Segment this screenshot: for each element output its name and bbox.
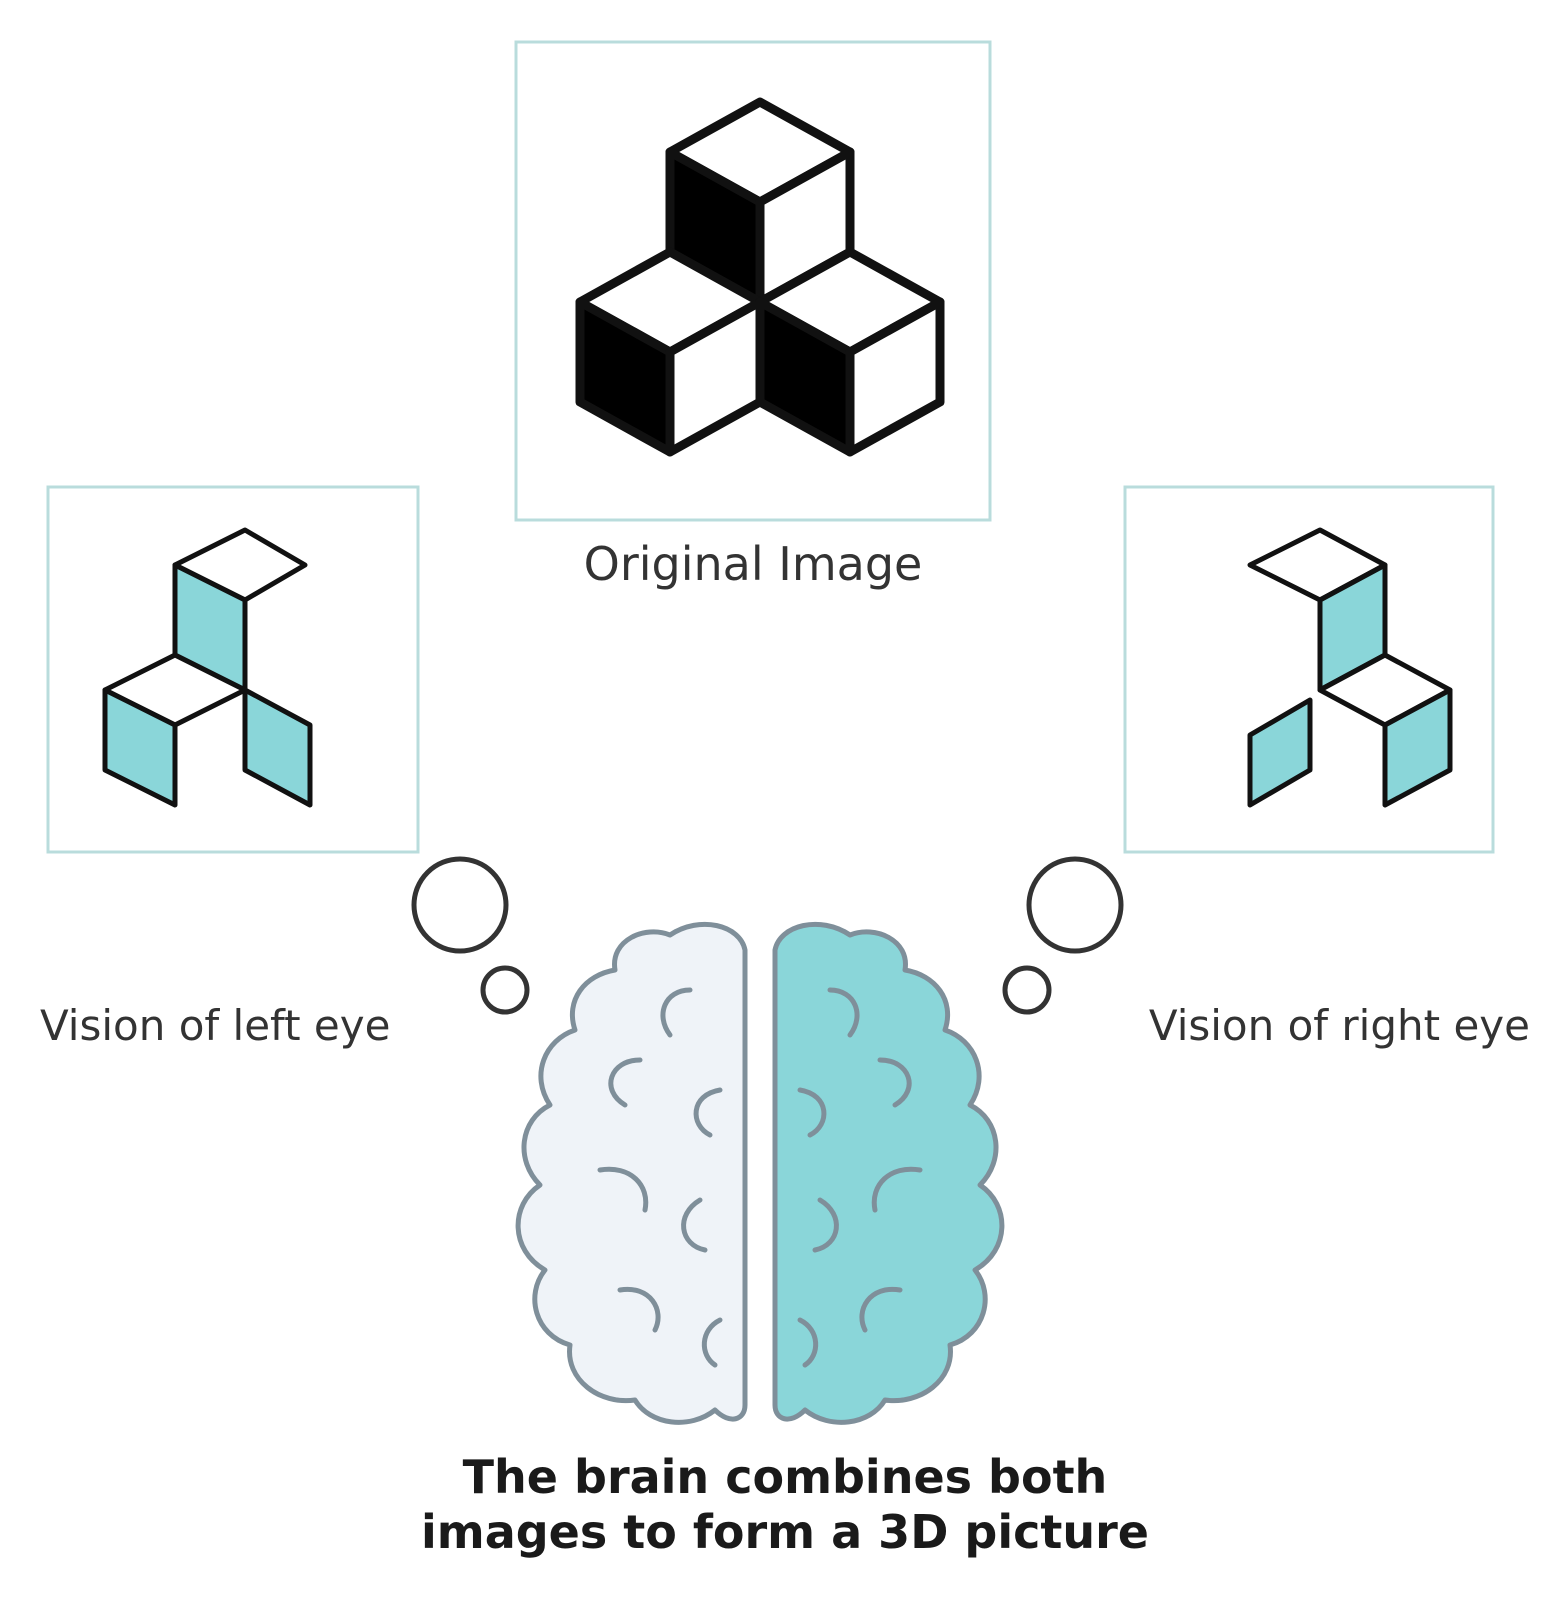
brain-icon: [515, 921, 1005, 1425]
right-eye-label: Vision of right eye: [1149, 1001, 1530, 1050]
left-thought-bubble-small: [480, 965, 530, 1015]
left-thought-bubble-large: [411, 856, 509, 954]
thought-bubbles: [411, 856, 1124, 1015]
brain-right-folds: [797, 987, 923, 1368]
right-eye-panel: Vision of right eye: [1123, 485, 1530, 1050]
original-image-panel: Original Image: [514, 40, 992, 591]
left-eye-label: Vision of left eye: [40, 1001, 390, 1050]
caption-line-1: The brain combines both: [463, 1450, 1108, 1504]
caption-line-2: images to form a 3D picture: [421, 1505, 1149, 1559]
brain-left-folds: [597, 987, 723, 1368]
original-image-label: Original Image: [584, 537, 923, 591]
right-thought-bubble-large: [1026, 856, 1124, 954]
cube-stack-icon: [575, 97, 945, 457]
right-thought-bubble-small: [1002, 965, 1052, 1015]
left-eye-cube-view: [102, 527, 313, 808]
left-eye-panel: Vision of left eye: [40, 485, 420, 1050]
right-eye-cube-view: [1247, 527, 1453, 808]
